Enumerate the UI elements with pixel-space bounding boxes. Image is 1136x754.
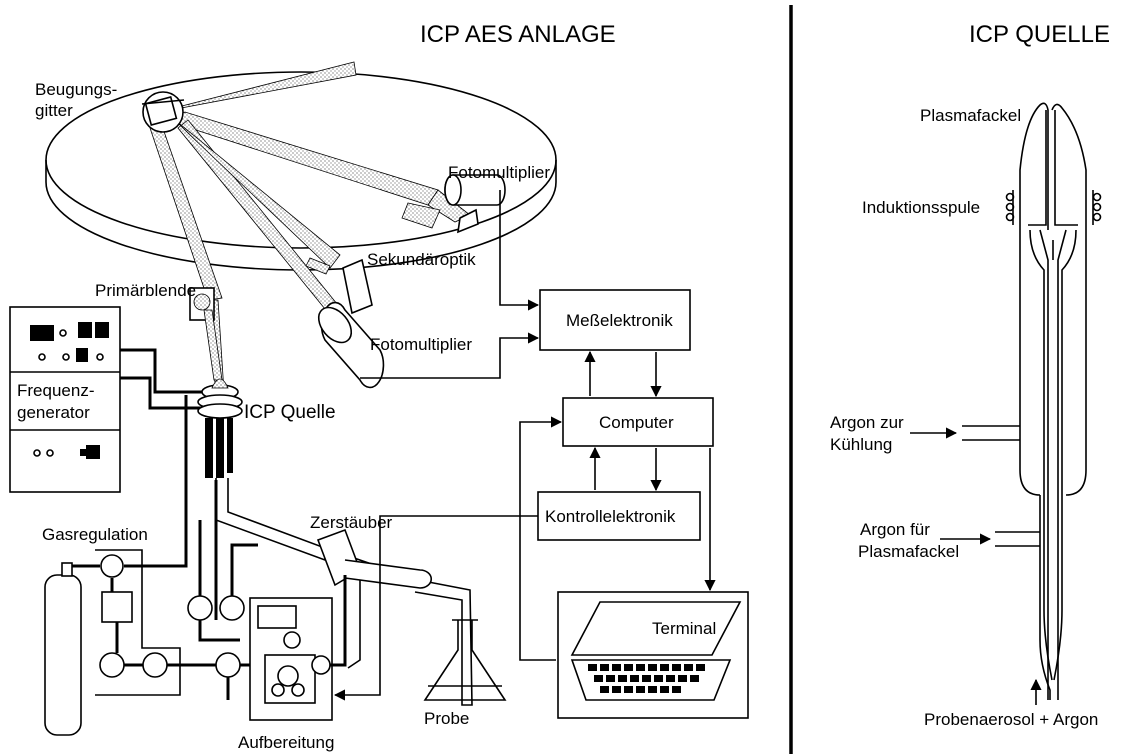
- label-computer: Computer: [599, 413, 674, 432]
- gas-regulation: [44, 395, 258, 736]
- label-icp-quelle: ICP Quelle: [244, 402, 336, 423]
- rf-cable-1: [120, 348, 205, 394]
- label-argon-kuehlung-1: Argon zur: [830, 413, 904, 432]
- icp-torch: [197, 378, 243, 478]
- label-gasregulation: Gasregulation: [42, 525, 148, 544]
- primary-slit: [189, 287, 223, 381]
- terminal-device: [557, 591, 749, 719]
- label-zerstaeuber: Zerstäuber: [310, 513, 393, 532]
- control-electronics-box: [537, 491, 701, 541]
- frequency-generator: [9, 306, 121, 493]
- label-probe: Probe: [424, 709, 469, 728]
- label-primaerblende: Primärblende: [95, 281, 196, 300]
- label-kontrollelektronik: Kontrollelektronik: [545, 507, 676, 526]
- label-messelektronik: Meßelektronik: [566, 311, 673, 330]
- right-title: ICP QUELLE: [969, 21, 1110, 48]
- photomultiplier-bottom: [317, 301, 385, 389]
- label-aufbereitung: Aufbereitung: [238, 733, 334, 752]
- label-argon-plasma-1: Argon für: [860, 520, 930, 539]
- label-probenaerosol: Probenaerosol + Argon: [924, 710, 1098, 729]
- torch-cross-section: [910, 102, 1102, 705]
- label-argon-plasma-2: Plasmafackel: [858, 542, 959, 561]
- rf-cable-2: [120, 376, 205, 410]
- label-frequenz-2: generator: [17, 403, 90, 422]
- label-sekundaeroptik: Sekundäroptik: [367, 250, 476, 269]
- label-fotomultiplier-bottom: Fotomultiplier: [370, 335, 472, 354]
- computer-box: [562, 397, 714, 447]
- signal-arrows: [333, 190, 716, 701]
- label-terminal: Terminal: [652, 619, 716, 638]
- photomultiplier-top: [401, 174, 506, 234]
- label-fotomultiplier-top: Fotomultiplier: [448, 163, 550, 182]
- label-induktionsspule: Induktionsspule: [862, 198, 980, 217]
- label-beugungsgitter-1: Beugungs-: [35, 80, 117, 99]
- secondary-optics: [305, 257, 373, 315]
- label-plasmafackel-top: Plasmafackel: [920, 106, 1021, 125]
- sample-preparation: [249, 575, 347, 721]
- left-title: ICP AES ANLAGE: [420, 21, 616, 48]
- measurement-electronics-box: [539, 289, 691, 351]
- diffraction-grating: [141, 91, 185, 133]
- label-beugungsgitter-2: gitter: [35, 101, 73, 120]
- light-beams: [147, 61, 471, 393]
- label-frequenz-1: Frequenz-: [17, 381, 94, 400]
- label-argon-kuehlung-2: Kühlung: [830, 435, 892, 454]
- sample-flask: [423, 619, 507, 701]
